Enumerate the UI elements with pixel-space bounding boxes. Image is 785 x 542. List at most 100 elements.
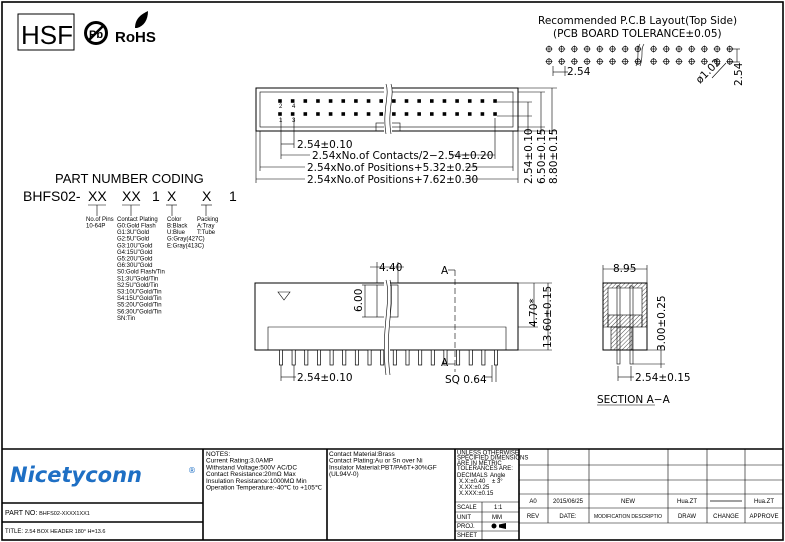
svg-text:2.54xNo.of Positions+5.32±0.25: 2.54xNo.of Positions+5.32±0.25 (307, 162, 478, 174)
note-line: Contact Resistance:20mΩ Max (206, 471, 297, 478)
svg-text:DATE:: DATE: (559, 514, 577, 520)
material-line: Contact Plating:Au or Sn over Ni (329, 458, 423, 465)
svg-text:XX: XX (88, 188, 107, 204)
svg-text:3.00±0.25: 3.00±0.25 (656, 295, 668, 351)
svg-text:2015/06/25: 2015/06/25 (553, 499, 584, 505)
pin-tail (430, 349, 435, 366)
svg-text:Recommended P.C.B Layout(Top S: Recommended P.C.B Layout(Top Side) (538, 15, 737, 27)
color-option: B:Black (167, 224, 188, 230)
pin-tail (342, 349, 347, 366)
color-option: E:Gray(413C) (167, 243, 204, 249)
material-line: Contact Material:Brass (329, 451, 395, 458)
svg-text:TITLE: 2.54 BOX HEADER 180° H: TITLE: 2.54 BOX HEADER 180° H=13.6 (5, 528, 105, 535)
svg-text:ø1.02: ø1.02 (694, 57, 724, 87)
svg-text:Hua.ZT: Hua.ZT (677, 499, 697, 505)
part-number-coding: PART NUMBER CODING BHFS02- XX XX 1 X X 1… (23, 171, 237, 322)
svg-text:2.54: 2.54 (733, 62, 745, 86)
pin-tail (418, 349, 423, 366)
svg-text:X.X:±0.40: X.X:±0.40 (459, 479, 486, 485)
svg-text:X.XXX:±0.15: X.XXX:±0.15 (459, 491, 494, 497)
contact-pin (303, 112, 308, 116)
contact-pin (417, 112, 421, 116)
note-line: Withstand Voltage:500V AC/DC (206, 464, 297, 471)
pin-tail (392, 349, 397, 366)
pin-tail (329, 349, 334, 366)
contact-pin (328, 112, 333, 116)
pins-option: 10-64P (86, 224, 105, 230)
svg-text:X.XX:±0.25: X.XX:±0.25 (459, 485, 490, 491)
title-block: Nicetyconn ® PART NO: BHFS02-XXXX1XX1 TI… (2, 448, 783, 540)
contact-pin (354, 112, 358, 116)
pb-free-icon: Pb (84, 21, 108, 45)
svg-text:X: X (167, 188, 177, 204)
packing-option: T:Tube (197, 230, 216, 236)
contact-pin (341, 112, 346, 116)
contact-pin (493, 112, 497, 116)
hsf-logo: HSF (17, 13, 75, 51)
plating-option: S1:3U"Gold/Tin (117, 276, 158, 282)
contact-pin (392, 99, 396, 103)
svg-text:6.00: 6.00 (353, 289, 365, 312)
pin-tail (304, 349, 309, 366)
svg-text:SCALE: SCALE (457, 505, 477, 511)
svg-text:XX: XX (122, 188, 141, 204)
section-a-a: 8.95 3.00±0.25 2.54±0.15 SECTION A−A (597, 263, 691, 406)
plating-option: G2:5U"Gold (117, 237, 149, 243)
contact-pin (404, 99, 409, 103)
svg-text:SECTION A−A: SECTION A−A (597, 394, 671, 406)
svg-text:SHEET: SHEET (457, 533, 477, 539)
contact-pin (430, 112, 434, 116)
contact-pin (366, 99, 371, 103)
contact-pin (328, 99, 333, 103)
svg-text:2.54±0.10: 2.54±0.10 (297, 372, 353, 384)
svg-text:PART NO: BHFS02-XXXX1XX1: PART NO: BHFS02-XXXX1XX1 (5, 510, 90, 517)
contact-pin (480, 112, 485, 116)
pin-tail (354, 349, 359, 366)
svg-text:APPROVE: APPROVE (749, 514, 778, 520)
svg-text:BHFS02-: BHFS02- (23, 188, 81, 204)
tolerance-line: ARE IN METRIC (457, 461, 502, 467)
contact-pin (442, 99, 447, 103)
color-option: G:Gray(427C) (167, 237, 205, 243)
svg-text:X: X (202, 188, 212, 204)
contact-pin (392, 112, 396, 116)
svg-text:2.54xNo.of Contacts/2−2.54±0.2: 2.54xNo.of Contacts/2−2.54±0.20 (312, 150, 493, 162)
contact-pin (455, 99, 459, 103)
svg-text:13.60±0.15: 13.60±0.15 (542, 286, 554, 348)
contact-pin (341, 99, 346, 103)
pin-tail (317, 349, 321, 366)
svg-text:A: A (441, 357, 449, 369)
svg-text:HSF: HSF (21, 20, 73, 50)
plating-option: G5:20U"Gold (117, 257, 152, 263)
color-option: U:Blue (167, 230, 186, 236)
contact-pin (493, 99, 497, 103)
pins-heading: No.of Pins (86, 217, 114, 223)
plating-option: G1:3U"Gold (117, 230, 149, 236)
pin-tail (456, 349, 461, 366)
contact-pin (442, 112, 447, 116)
svg-text:1: 1 (229, 188, 237, 204)
svg-text:2.54±0.15: 2.54±0.15 (635, 372, 691, 384)
contact-pin (290, 112, 295, 116)
svg-text:1: 1 (152, 188, 160, 204)
plating-option: S0:Gold Flash/Tin (117, 270, 165, 276)
top-view: 2 4 1 3 2.54±0.10 2.54xNo.of Contacts/2−… (255, 83, 560, 186)
svg-text:8.80±0.15: 8.80±0.15 (548, 128, 560, 184)
contact-pin (316, 112, 320, 116)
svg-text:A0: A0 (529, 499, 537, 505)
pin-tail (481, 349, 486, 366)
plating-option: S5:20U"Gold/Tin (117, 303, 162, 309)
pin-tail (367, 349, 372, 366)
contact-pin (404, 112, 409, 116)
svg-text:2.54: 2.54 (567, 66, 591, 78)
packing-option: A:Tray (197, 224, 214, 230)
svg-text:DECIMALS: DECIMALS (457, 473, 488, 479)
svg-text:MM: MM (492, 515, 502, 521)
nicetyconn-logo: Nicetyconn (10, 463, 142, 487)
svg-text:4: 4 (292, 104, 296, 110)
note-line: Operation Temperature:-40℃ to +105℃ (206, 485, 323, 492)
projection-symbol-icon (491, 523, 506, 529)
contact-pin (303, 99, 308, 103)
svg-text:SQ 0.64: SQ 0.64 (445, 374, 487, 386)
